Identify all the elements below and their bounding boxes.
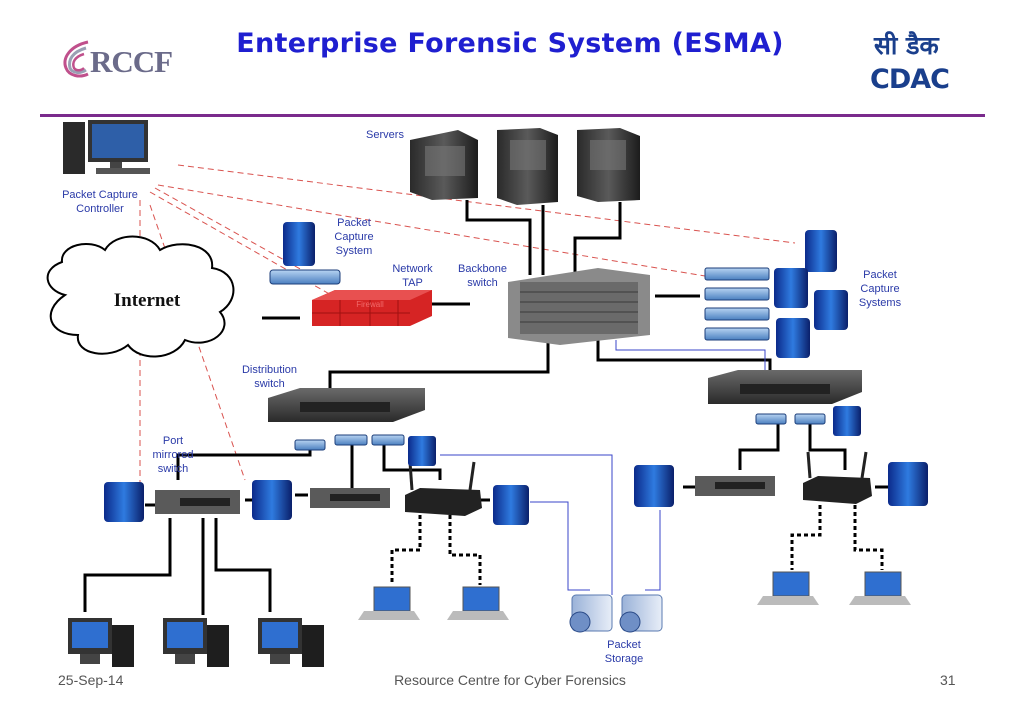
controller-workstation-icon <box>63 120 150 174</box>
network-tap-icon <box>334 434 368 446</box>
access-switch-icon <box>708 370 862 404</box>
network-tap-icon <box>269 269 341 285</box>
header-rule <box>40 114 985 117</box>
capture-tower-icon <box>814 290 848 330</box>
capture-tower-icon <box>774 268 808 308</box>
rccf-swirl-icon <box>63 40 89 78</box>
storage-unit-icon <box>569 594 613 633</box>
laptop-icon <box>358 586 420 620</box>
label-port-mirrored-switch: Port mirrored switch <box>145 434 201 476</box>
label-line: Packet <box>337 217 371 229</box>
network-tap-icon <box>794 413 826 425</box>
cdac-logo-text: CDAC <box>870 64 950 95</box>
label-line: Packet <box>607 639 641 651</box>
internet-cloud-icon <box>46 235 235 358</box>
desktop-pc-icon <box>163 618 229 667</box>
footer-center: Resource Centre for Cyber Forensics <box>394 672 626 688</box>
label-line: Network <box>392 263 433 275</box>
label-firewall: Firewall <box>356 300 384 309</box>
label-line: Capture <box>860 283 900 295</box>
label-line: TAP <box>402 277 423 289</box>
cdac-logo: सी डैक CDAC <box>868 28 968 100</box>
network-tap-icon <box>755 413 787 425</box>
label-line: switch <box>254 378 285 390</box>
label-line: switch <box>467 277 498 289</box>
rccf-logo-text: RCCF <box>90 44 173 79</box>
network-tap-icon <box>704 307 770 321</box>
laptop-icon <box>849 571 911 605</box>
server-icon <box>497 128 558 205</box>
label-line: Distribution <box>241 364 298 376</box>
label-line: Controller <box>76 203 124 215</box>
distribution-switch-icon <box>268 388 425 422</box>
label-line: Packet <box>863 269 897 281</box>
network-tap-icon <box>704 287 770 301</box>
label-internet: Internet <box>113 290 181 311</box>
capture-tower-icon <box>493 485 529 525</box>
label-packet-capture-controller: Packet Capture Controller <box>55 188 145 216</box>
network-tap-icon <box>294 439 326 451</box>
label-line: System <box>335 245 373 257</box>
network-links <box>83 200 888 615</box>
laptop-icon <box>447 586 509 620</box>
capture-tower-icon <box>805 230 837 272</box>
port-mirrored-switch-icon <box>155 490 240 514</box>
label-line: Storage <box>604 653 644 665</box>
capture-tower-icon <box>888 462 928 506</box>
capture-tower-icon <box>776 318 810 358</box>
label-packet-capture-system: Packet Capture System <box>326 216 382 258</box>
wireless-router-icon <box>405 461 482 516</box>
storage-links <box>440 340 766 595</box>
desktop-pc-icon <box>68 618 134 667</box>
capture-tower-icon <box>283 222 315 266</box>
capture-tower-icon <box>408 436 436 466</box>
label-backbone-switch: Backbone switch <box>450 262 515 290</box>
label-distribution-switch: Distribution switch <box>232 363 307 391</box>
network-tap-icon <box>704 267 770 281</box>
label-servers: Servers <box>366 129 404 141</box>
storage-unit-icon <box>619 594 663 633</box>
label-line: Capture <box>334 231 374 243</box>
wireless-links <box>390 505 884 585</box>
label-packet-capture-systems: Packet Capture Systems <box>850 268 910 310</box>
label-line: Port <box>162 435 184 447</box>
laptop-icon <box>757 571 819 605</box>
label-line: mirrored <box>152 449 194 461</box>
page-number: 31 <box>940 672 956 688</box>
desktop-pc-icon <box>258 618 324 667</box>
capture-tower-icon <box>833 406 861 436</box>
cdac-logo-hindi: सी डैक <box>874 31 939 60</box>
access-switch-icon <box>695 476 775 496</box>
server-icon <box>410 130 478 200</box>
label-network-tap: Network TAP <box>385 262 440 290</box>
label-line: Systems <box>858 297 902 309</box>
footer-date: 25-Sep-14 <box>58 672 124 688</box>
slide-title: Enterprise Forensic System (ESMA) <box>236 28 784 59</box>
network-tap-icon <box>704 327 770 341</box>
access-switch-icon <box>310 488 390 508</box>
capture-tower-icon <box>634 465 674 507</box>
label-line: Backbone <box>458 263 507 275</box>
wireless-router-icon <box>803 451 872 504</box>
label-line: switch <box>157 463 189 475</box>
capture-tower-icon <box>104 482 144 522</box>
label-line: Packet Capture <box>62 189 138 201</box>
backbone-switch-icon <box>508 268 650 345</box>
capture-tower-icon <box>252 480 292 520</box>
rccf-logo: RCCF <box>60 38 180 86</box>
firewall-icon <box>312 290 432 326</box>
server-icon <box>577 128 640 202</box>
label-packet-storage: Packet Storage <box>594 638 654 666</box>
network-tap-icon <box>371 434 405 446</box>
